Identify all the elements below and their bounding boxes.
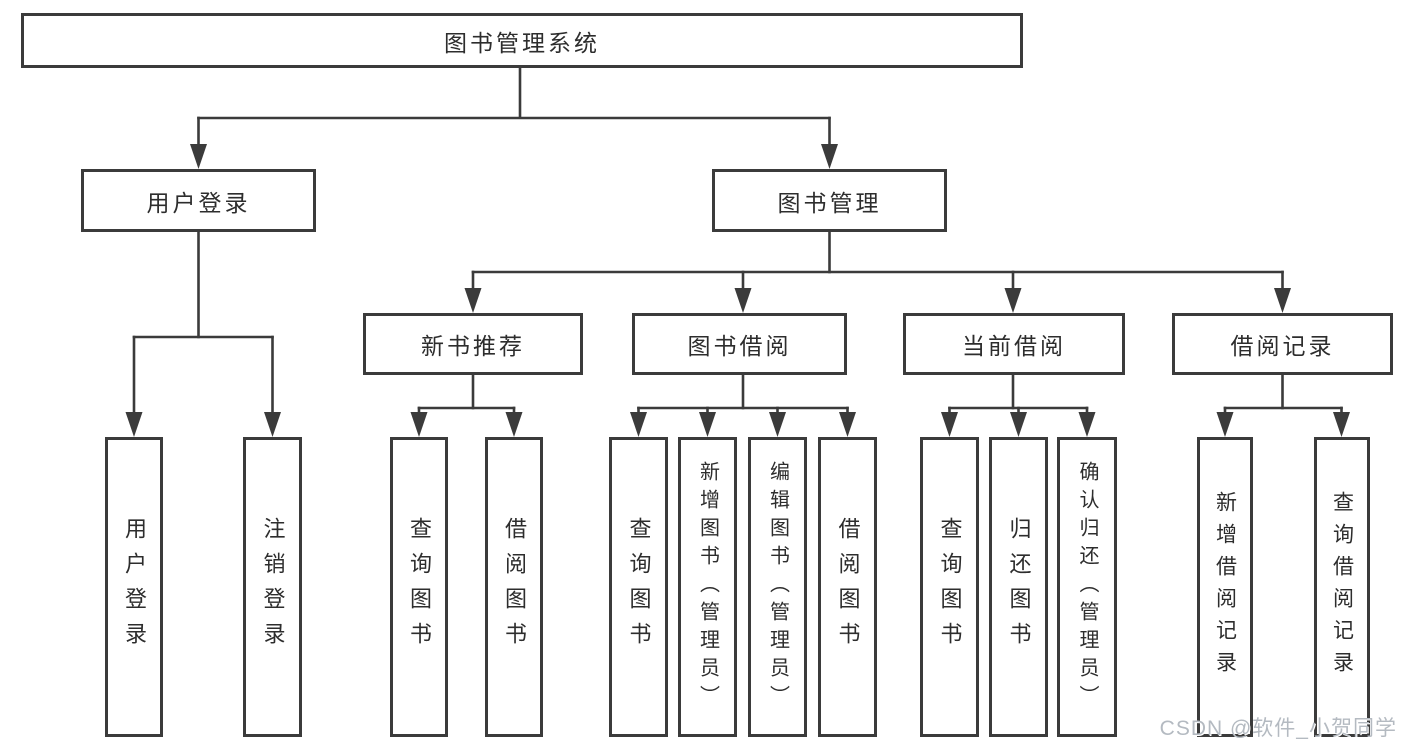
node-leaf-query-borrow-record: 查询借阅记录 xyxy=(1314,437,1370,737)
node-book-borrow: 图书借阅 xyxy=(632,313,847,375)
arrow-down-icon xyxy=(734,288,752,313)
arrow-down-icon xyxy=(839,412,856,437)
node-leaf-return-book: 归还图书 xyxy=(989,437,1048,737)
arrow-down-icon xyxy=(464,288,482,313)
node-book-mgmt: 图书管理 xyxy=(712,169,947,232)
node-leaf-borrow-books: 借阅图书 xyxy=(818,437,877,737)
node-label: 借阅记录 xyxy=(1230,333,1335,359)
node-leaf-logout: 注销登录 xyxy=(243,437,302,737)
arrow-down-icon xyxy=(699,412,716,437)
connector-borrow-record-to-leaves xyxy=(1216,375,1350,437)
connector-book-mgmt-to-level3 xyxy=(464,232,1291,313)
node-leaf-query-books-rec: 查询图书 xyxy=(390,437,448,737)
node-label: 图书借阅 xyxy=(687,333,792,359)
arrow-down-icon xyxy=(410,412,428,437)
node-label: 归还图书 xyxy=(1006,517,1032,657)
node-borrow-record: 借阅记录 xyxy=(1172,313,1393,375)
node-label: 图书管理系统 xyxy=(444,29,600,56)
node-label: 用户登录 xyxy=(122,517,147,657)
node-label: 借阅图书 xyxy=(502,517,527,657)
csdn-watermark: CSDN @软件_小贺同学 xyxy=(1159,717,1397,740)
connector-new-book-rec-to-leaves xyxy=(410,375,523,437)
node-current-borrow: 当前借阅 xyxy=(903,313,1125,375)
arrow-down-icon xyxy=(505,412,523,437)
arrow-down-icon xyxy=(769,412,786,437)
node-label: 用户登录 xyxy=(146,189,251,216)
arrow-down-icon xyxy=(1216,412,1234,437)
node-label: 图书管理 xyxy=(777,189,882,216)
node-label: 注销登录 xyxy=(260,517,286,657)
node-label: 查询图书 xyxy=(937,517,963,657)
node-leaf-borrow-books-rec: 借阅图书 xyxy=(485,437,543,737)
node-new-book-rec: 新书推荐 xyxy=(363,313,583,375)
arrow-down-icon xyxy=(821,144,838,169)
node-leaf-add-borrow-record: 新增借阅记录 xyxy=(1197,437,1253,737)
node-label: 新书推荐 xyxy=(421,333,525,359)
arrow-down-icon xyxy=(190,144,207,169)
arrow-down-icon xyxy=(125,412,143,437)
arrow-down-icon xyxy=(1004,288,1022,313)
node-label: 新增图书（管理员） xyxy=(696,461,719,713)
node-label: 当前借阅 xyxy=(962,333,1066,359)
arrow-down-icon xyxy=(1274,288,1291,313)
node-root-system: 图书管理系统 xyxy=(21,13,1023,68)
node-label: 编辑图书（管理员） xyxy=(766,461,789,713)
node-leaf-edit-book-admin: 编辑图书（管理员） xyxy=(748,437,807,737)
node-label: 确认归还（管理员） xyxy=(1076,461,1098,713)
connector-user-login-to-leaves xyxy=(125,232,281,437)
connector-current-borrow-to-leaves xyxy=(941,375,1096,437)
node-leaf-confirm-return-admin: 确认归还（管理员） xyxy=(1057,437,1117,737)
connector-root-to-level2 xyxy=(190,68,838,169)
node-label: 查询借阅记录 xyxy=(1330,491,1354,683)
node-label: 新增借阅记录 xyxy=(1213,491,1237,683)
node-user-login: 用户登录 xyxy=(81,169,316,232)
node-leaf-user-login: 用户登录 xyxy=(105,437,163,737)
arrow-down-icon xyxy=(1078,412,1096,437)
node-leaf-query-books-borrow: 查询图书 xyxy=(609,437,668,737)
node-label: 查询图书 xyxy=(407,517,432,657)
node-label: 借阅图书 xyxy=(835,517,861,657)
node-leaf-add-book-admin: 新增图书（管理员） xyxy=(678,437,737,737)
arrow-down-icon xyxy=(941,412,958,437)
arrow-down-icon xyxy=(1333,412,1350,437)
arrow-down-icon xyxy=(630,412,647,437)
arrow-down-icon xyxy=(264,412,281,437)
connector-book-borrow-to-leaves xyxy=(630,375,856,437)
node-label: 查询图书 xyxy=(626,517,652,657)
node-leaf-query-books-current: 查询图书 xyxy=(920,437,979,737)
arrow-down-icon xyxy=(1010,412,1027,437)
